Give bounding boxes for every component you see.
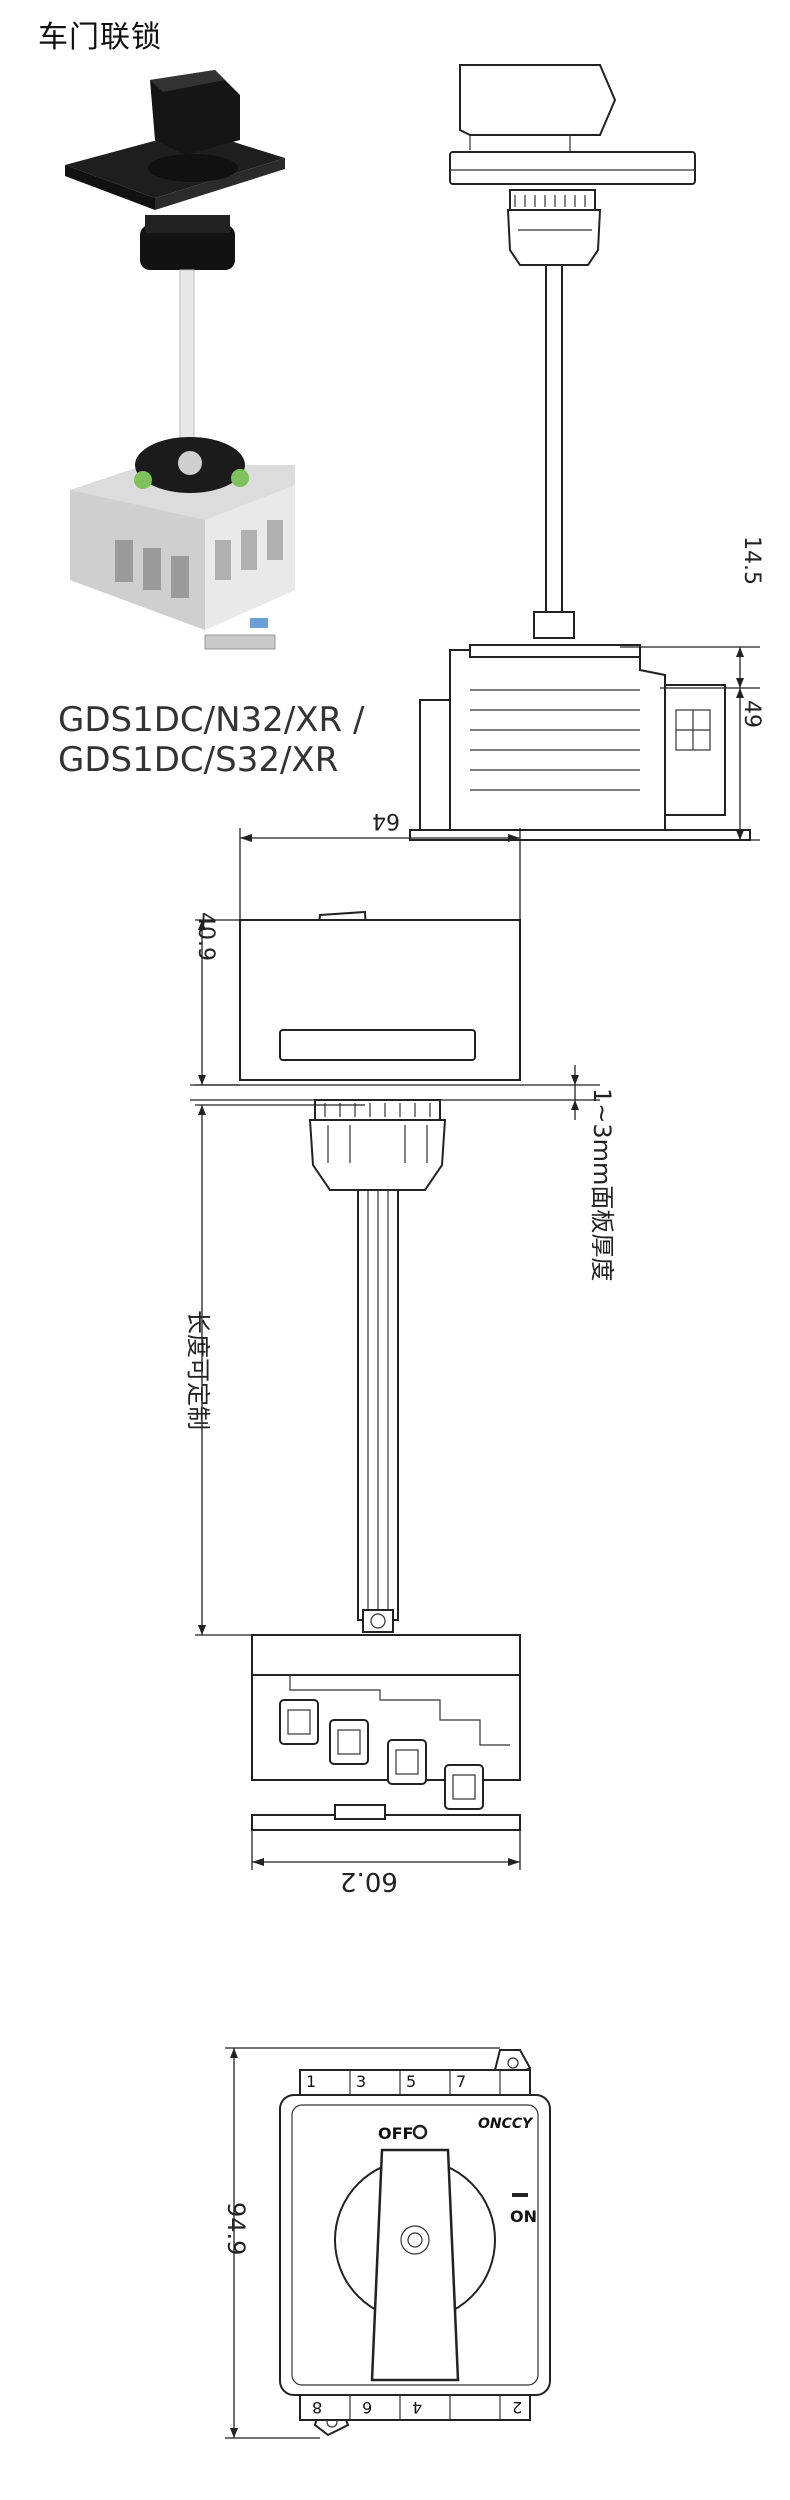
model-name-2: GDS1DC/S32/XR — [58, 740, 339, 780]
front-view-drawing — [190, 828, 600, 1870]
product-render — [65, 70, 295, 650]
green-indicator-left — [134, 471, 152, 489]
terminal-label-bottom-4: 4 — [412, 2398, 423, 2417]
terminal-3 — [387, 1739, 427, 1785]
terminal-2 — [329, 1719, 369, 1765]
page-title: 车门联锁 — [38, 20, 162, 55]
off-indicator-icon — [412, 2124, 428, 2140]
rotary-handle — [150, 70, 240, 155]
terminal-label-bottom-6: 6 — [362, 2398, 373, 2417]
dim-height-40-9: 40.9 — [193, 912, 218, 961]
dim-upper-label: 14.5 — [739, 536, 764, 585]
lock-ring — [140, 225, 235, 270]
terminal-label-top-7: 7 — [456, 2072, 467, 2091]
green-indicator-right — [231, 469, 249, 487]
side-view-drawing — [409, 64, 760, 841]
on-label: ON — [510, 2207, 537, 2226]
model-name-1: GDS1DC/N32/XR / — [58, 700, 365, 740]
terminal-label-top-5: 5 — [406, 2072, 417, 2091]
off-label: OFF — [378, 2124, 414, 2143]
dim-base-width: 60.2 — [340, 1866, 398, 1896]
dim-height-94-9: 94.9 — [222, 2202, 250, 2256]
terminal-label-bottom-8: 8 — [312, 2398, 323, 2417]
dim-lower-label: 49 — [739, 700, 764, 728]
top-view-drawing — [225, 2047, 551, 2439]
terminal-4 — [444, 1764, 484, 1810]
brand-label: ONCCY — [478, 2116, 533, 2132]
rotary-lever — [370, 2148, 460, 2382]
panel-thickness-label: 1~3mm面板厚度 — [588, 1088, 616, 1282]
terminal-label-bottom-2: 2 — [512, 2398, 523, 2417]
terminal-label-top-3: 3 — [356, 2072, 367, 2091]
dim-width-64: 64 — [372, 808, 400, 833]
terminal-1 — [279, 1699, 319, 1745]
terminal-label-top-1: 1 — [306, 2072, 317, 2091]
shaft-length-label: 长度可定制 — [184, 1310, 212, 1430]
